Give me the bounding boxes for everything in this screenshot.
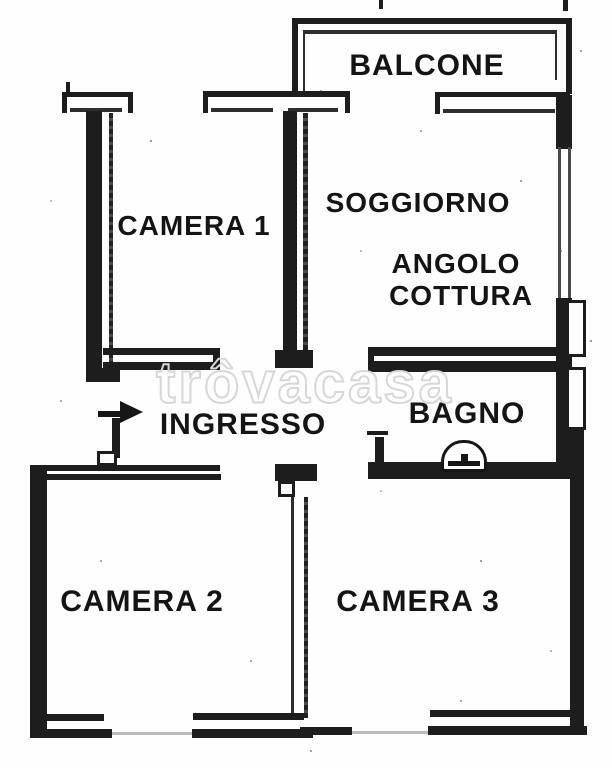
wall-camera1-left	[86, 111, 102, 371]
wall-segment	[203, 91, 208, 113]
room-label-camera-2: CAMERA 2	[60, 585, 224, 618]
entrance-arrow-icon	[98, 411, 124, 417]
wall-camera2-camera3	[291, 481, 294, 718]
window-right	[568, 147, 571, 299]
door-jamb-box	[278, 481, 295, 497]
room-label-cottura: COTTURA	[389, 280, 533, 311]
wall-segment	[303, 113, 308, 352]
wall-segment	[70, 108, 122, 112]
window-right	[558, 147, 561, 299]
wall-camera1-bottom	[103, 362, 220, 370]
wall-segment	[128, 92, 133, 113]
wall-camera2-bottom	[192, 729, 313, 738]
door-jamb-box	[97, 451, 117, 466]
wall-camera2-camera3-cap	[275, 464, 317, 481]
room-label-soggiorno: SOGGIORNO	[325, 187, 511, 218]
wall-top-pier2	[203, 91, 350, 97]
wall-top-pier1	[62, 92, 133, 97]
wall-segment	[443, 109, 555, 113]
wall-segment	[435, 92, 440, 114]
sink-basin	[448, 461, 480, 466]
entrance-arrow-icon	[120, 401, 143, 423]
wall-segment	[211, 108, 273, 112]
wall-camera2-camera3	[304, 497, 308, 718]
wall-camera1-soggiorno	[283, 111, 297, 352]
room-label-camera-1: CAMERA 1	[117, 210, 271, 241]
wall-balcony-inner-left	[303, 34, 305, 92]
sink-tap	[461, 454, 468, 461]
wall-segment	[430, 710, 571, 717]
sink-icon	[441, 440, 487, 472]
wall-camera1-left-foot	[86, 368, 120, 382]
wall-bagno-left-jamb	[375, 437, 384, 465]
wall-balcony-inner-top	[303, 30, 557, 34]
wall-camera3-bottom	[428, 726, 587, 735]
room-label-camera-3: CAMERA 3	[336, 585, 500, 618]
wall-camera2-top	[32, 465, 220, 471]
wall-camera3-right	[570, 430, 584, 733]
wall-camera2-bottom	[30, 729, 112, 738]
wall-balcony-right	[566, 18, 572, 94]
wall-segment	[109, 113, 113, 365]
tick-mark	[379, 0, 383, 9]
window-camera3	[352, 731, 428, 734]
wall-camera3-bottom	[300, 727, 352, 735]
wall-camera1-bottom	[103, 348, 215, 355]
wall-segment	[367, 431, 388, 435]
wall-segment	[368, 347, 374, 372]
wall-right-recess	[566, 300, 586, 357]
wall-segment	[345, 91, 350, 113]
wall-segment	[193, 713, 304, 720]
wall-balcony-left	[292, 18, 298, 94]
wall-segment	[62, 92, 67, 113]
wall-balcony-inner-right	[555, 34, 557, 80]
tick-mark	[563, 0, 568, 11]
wall-segment	[44, 714, 104, 721]
wall-segment	[275, 350, 313, 368]
room-label-angolo: ANGOLO	[391, 248, 521, 279]
tick-mark	[66, 82, 70, 93]
wall-balcony-top	[292, 18, 572, 24]
wall-segment	[213, 348, 220, 369]
wall-right-upper	[556, 95, 572, 149]
wall-right-recess	[566, 367, 586, 430]
room-label-ingresso: INGRESSO	[159, 408, 327, 441]
window-camera2	[112, 732, 192, 735]
scan-noise	[150, 140, 152, 142]
wall-top-pier3	[435, 92, 570, 97]
wall-soggiorno-bagno	[368, 361, 558, 372]
room-label-balcone: BALCONE	[349, 49, 505, 82]
wall-soggiorno-bagno	[368, 347, 563, 356]
room-label-bagno: BAGNO	[408, 397, 526, 430]
wall-camera2-left	[30, 465, 47, 738]
wall-segment	[288, 108, 338, 112]
wall-entry-stub	[112, 418, 120, 458]
wall-camera2-top	[45, 474, 221, 480]
